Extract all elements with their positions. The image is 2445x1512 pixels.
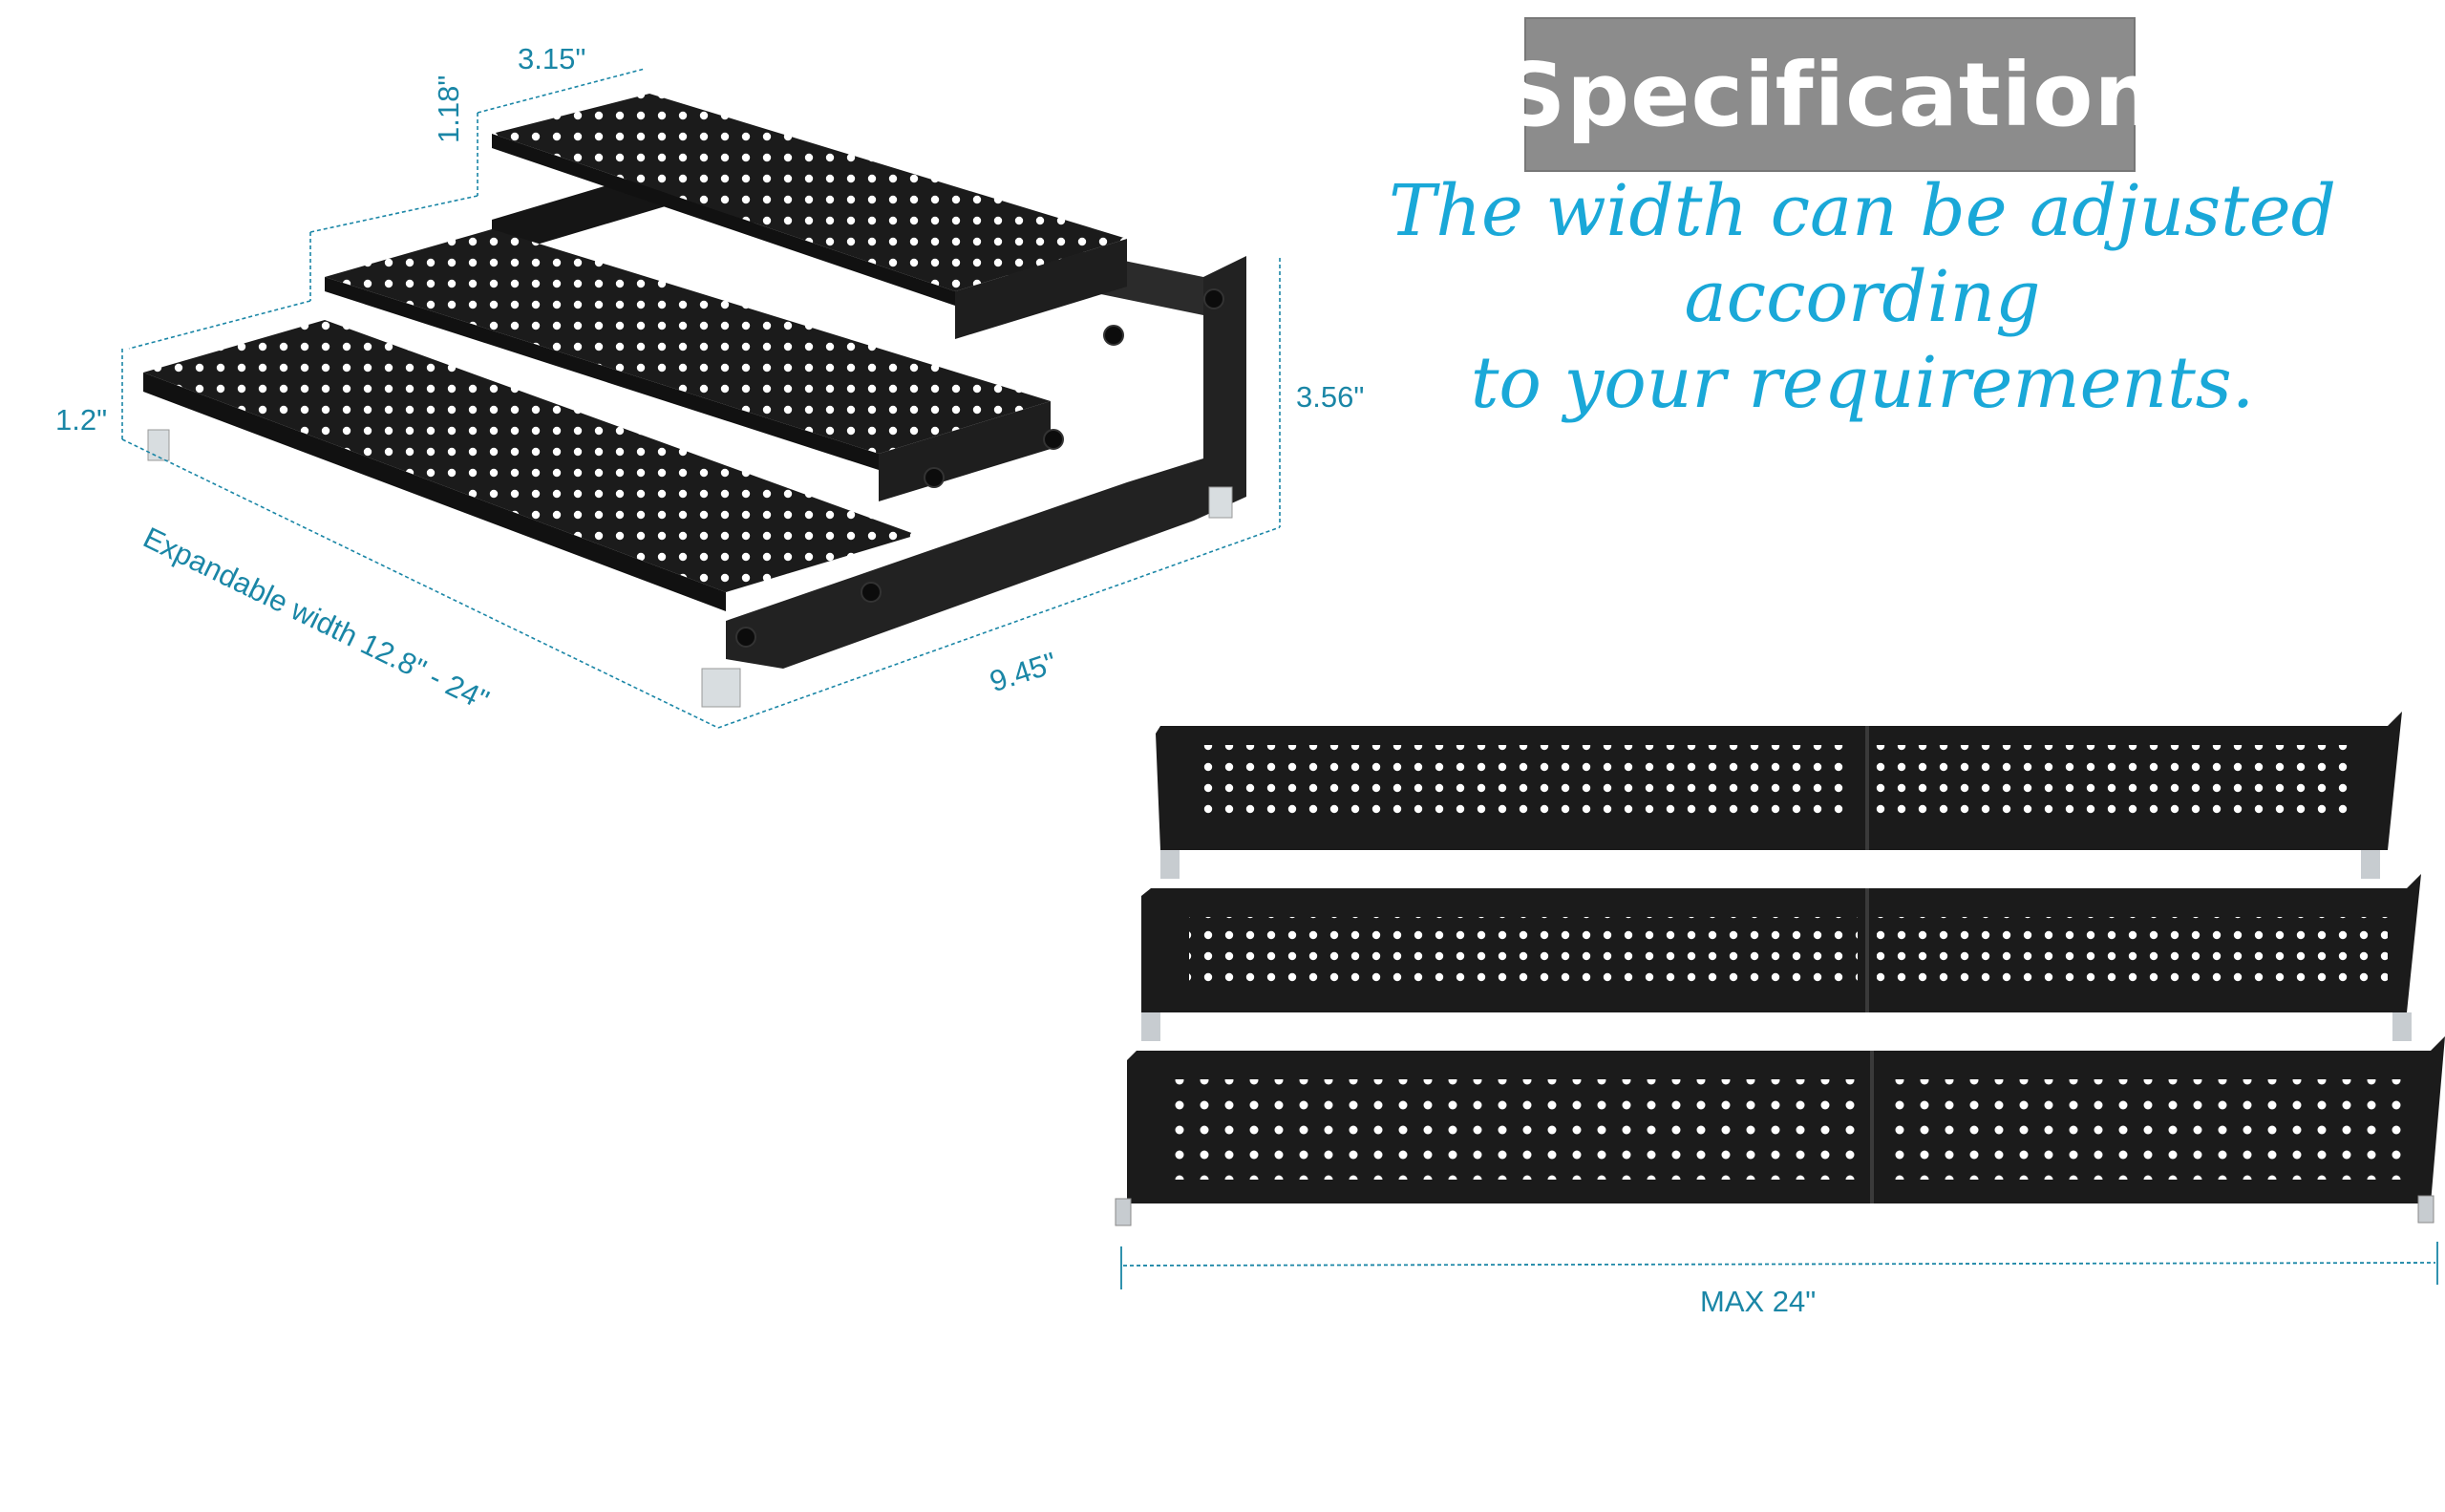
side-panel bbox=[726, 256, 1246, 669]
max-width-dimension bbox=[1120, 1242, 2438, 1289]
isometric-rack bbox=[121, 68, 1281, 729]
foot bbox=[701, 668, 741, 708]
tier-middle-holes-left bbox=[1189, 917, 1858, 993]
top-shelf bbox=[492, 94, 1127, 291]
foot bbox=[2417, 1195, 2434, 1224]
tagline-line-1: The width can be adjusted according bbox=[1388, 170, 2337, 338]
tagline: The width can be adjusted according to y… bbox=[1242, 168, 2445, 426]
screw-icon bbox=[735, 627, 756, 648]
tier-middle-holes-right bbox=[1877, 917, 2388, 993]
bottom-shelf bbox=[143, 320, 917, 592]
tagline-line-2: to your requirements. bbox=[1470, 342, 2255, 424]
dim-max-width: MAX 24" bbox=[1700, 1285, 1817, 1318]
screw-icon bbox=[924, 467, 945, 488]
bracket bbox=[1141, 1012, 1160, 1041]
foot bbox=[1208, 486, 1233, 519]
dim-step-height: 1.18" bbox=[432, 75, 465, 143]
screw-icon bbox=[1103, 325, 1124, 346]
middle-shelf bbox=[325, 229, 1051, 454]
screw-icon bbox=[1203, 288, 1224, 309]
screw-icon bbox=[861, 582, 882, 603]
dim-top-depth: 3.15" bbox=[518, 42, 586, 75]
middle-shelf-edge bbox=[325, 277, 879, 470]
extension-seam bbox=[1870, 1051, 1874, 1203]
tier-top-holes-left bbox=[1199, 745, 1848, 817]
dim-front-lip: 1.2" bbox=[55, 403, 108, 437]
dim-total-height: 3.56" bbox=[1296, 380, 1365, 414]
bottom-shelf-edge bbox=[143, 373, 726, 611]
bracket bbox=[2392, 1012, 2412, 1041]
banner-title: Specification bbox=[1502, 43, 2158, 146]
tier-top-holes-right bbox=[1872, 745, 2359, 817]
tier-bottom-holes-right bbox=[1882, 1079, 2416, 1180]
front-view-rack bbox=[1115, 712, 2445, 1289]
tier-bottom-holes-left bbox=[1175, 1079, 1862, 1180]
foot bbox=[147, 429, 170, 461]
step-front-1 bbox=[879, 401, 1051, 501]
dimension-lines bbox=[121, 68, 1281, 729]
step-front-2 bbox=[955, 239, 1127, 339]
top-shelf-edge bbox=[492, 134, 955, 306]
foot bbox=[1115, 1198, 1132, 1226]
bracket bbox=[1160, 850, 1180, 879]
screw-icon bbox=[1043, 429, 1064, 450]
extension-seam bbox=[1865, 888, 1869, 1012]
bracket bbox=[2361, 850, 2380, 879]
extension-seam bbox=[1865, 726, 1869, 850]
specification-banner: Specification bbox=[1502, 17, 2157, 172]
